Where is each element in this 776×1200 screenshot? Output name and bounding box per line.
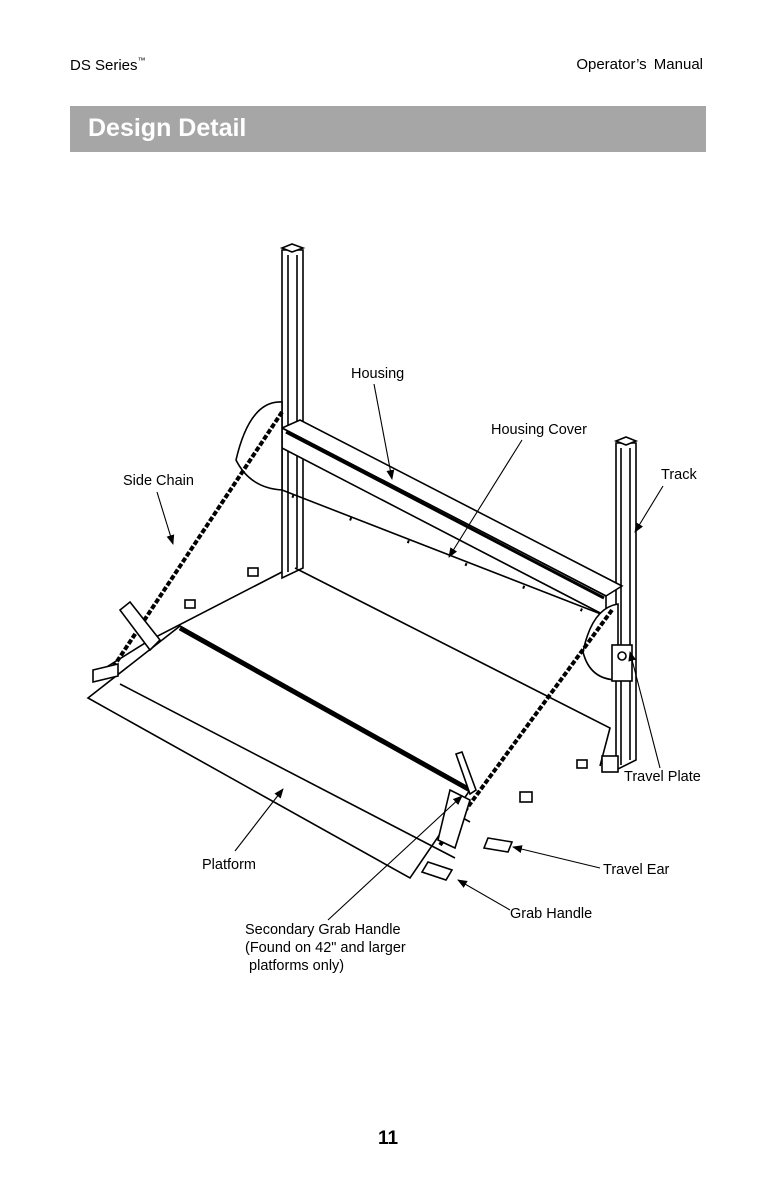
leader-lines (156, 383, 664, 921)
page-number: 11 (377, 1128, 399, 1149)
grab-handle-leader (457, 879, 511, 911)
section-banner: Design Detail (70, 106, 706, 152)
label-grab-handle: Grab Handle (510, 906, 593, 922)
trademark-symbol: ™ (137, 56, 146, 65)
label-secondary-note-line1: (Found on 42" and larger (245, 940, 406, 956)
housing-side-plates (235, 401, 619, 681)
header-manual-title: Operator’s Manual (576, 56, 703, 73)
platform-leader (234, 788, 284, 852)
travel-plate-hardware (184, 567, 633, 803)
grab-handles (454, 750, 619, 796)
label-track: Track (661, 467, 697, 483)
section-title: Design Detail (88, 114, 247, 142)
travel-plate-leader (628, 651, 661, 769)
label-side-chain: Side Chain (123, 473, 194, 489)
housing-leader (373, 383, 395, 480)
label-travel-ear: Travel Ear (603, 862, 670, 878)
housing-cover-leader (448, 439, 523, 558)
platform (86, 625, 472, 880)
secondary-grab-handle-leader (327, 795, 463, 921)
label-platform: Platform (202, 857, 256, 873)
travel-ear-leader (512, 845, 601, 869)
left-track (279, 243, 306, 580)
side-chain-leader (156, 491, 175, 545)
label-secondary-note-line2: platforms only) (245, 958, 345, 974)
label-secondary-grab-handle: Secondary Grab Handle (245, 922, 401, 938)
label-housing-cover: Housing Cover (491, 422, 587, 438)
header-series: DS Series™ (70, 56, 146, 74)
track-leader (634, 485, 664, 533)
label-housing: Housing (351, 366, 405, 382)
housing-body (280, 419, 624, 620)
label-travel-plate: Travel Plate (624, 769, 701, 785)
right-track (613, 436, 639, 772)
